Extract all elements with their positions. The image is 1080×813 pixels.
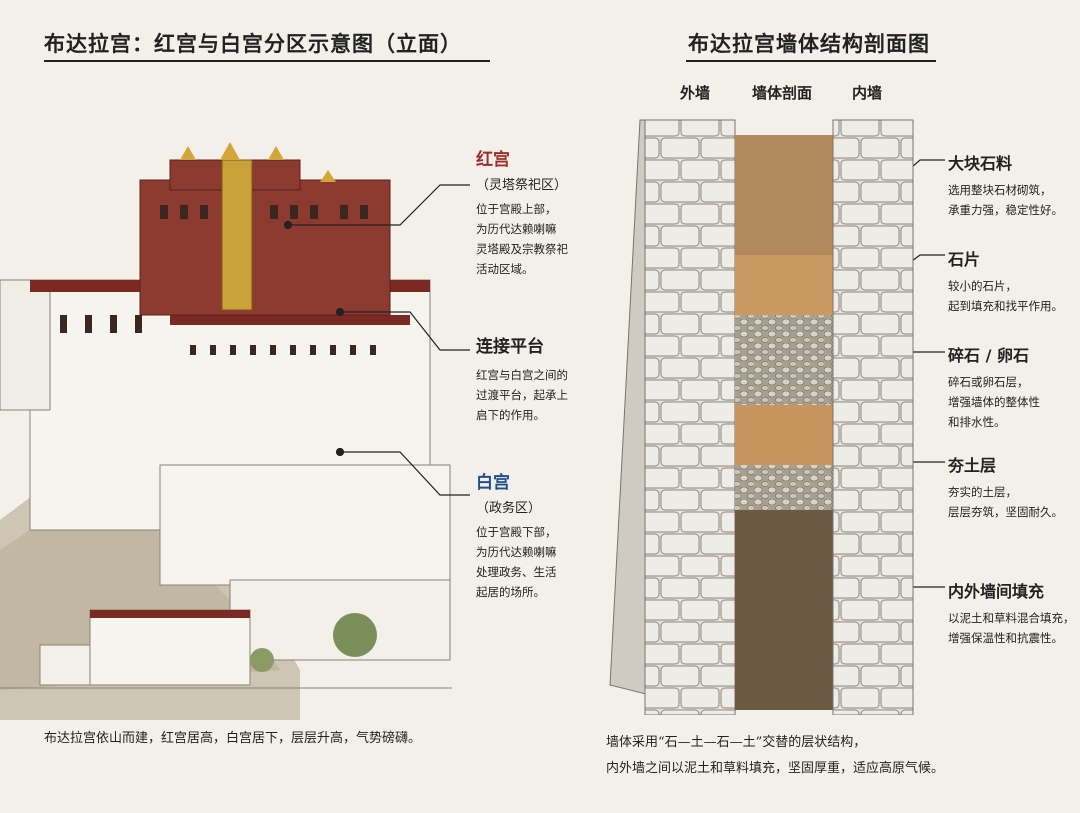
layer-big-stone-core [735,135,833,255]
outer-wall [644,119,736,715]
left-caption: 布达拉宫依山而建，红宫居高，白宫居下，层层升高，气势磅礴。 [44,731,422,746]
palace-illustration [0,142,452,720]
col-header-inner: 内墙 [852,84,883,102]
layer-name-2: 石片 [948,250,981,269]
tree-icon-small [250,648,274,672]
left-title: 布达拉宫：红宫与白宫分区示意图（立面） [44,31,462,56]
inner-wall [832,119,914,715]
layer-label-3: 碎石 / 卵石 碎石或卵石层， 增强墙体的整体性 和排水性。 [948,342,1040,432]
platform-label: 连接平台 红宫与白宫之间的 过渡平台，起承上 启下的作用。 [476,332,568,425]
right-title: 布达拉宫墙体结构剖面图 [688,31,930,56]
layer-name-5: 内外墙间填充 [948,582,1045,601]
right-title-underline [686,60,936,62]
red-palace-sub: （灵塔祭祀区） [476,178,568,193]
platform-desc: 红宫与白宫之间的 过渡平台，起承上 启下的作用。 [476,368,568,422]
layer-label-4: 夯土层 夯实的土层， 层层夯筑，坚固耐久。 [948,452,1063,522]
layer-desc-1: 选用整块石材砌筑， 承重力强，稳定性好。 [948,183,1063,217]
layer-name-4: 夯土层 [948,456,997,475]
white-palace-left-wing [0,279,51,411]
front-gate-building [89,609,251,686]
layer-name-3: 碎石 / 卵石 [948,346,1029,365]
layer-label-5: 内外墙间填充 以泥土和草料混合填充， 增强保温性和抗震性。 [948,578,1075,648]
white-palace-sub: （政务区） [476,501,542,516]
wall-section [609,119,914,715]
layer-desc-3: 碎石或卵石层， 增强墙体的整体性 和排水性。 [948,375,1040,429]
red-palace-name: 红宫 [476,150,510,170]
layer-rammed-earth [735,405,833,465]
red-palace-desc: 位于宫殿上部， 为历代达赖喇嘛 灵塔殿及宗教祭祀 活动区域。 [476,202,568,276]
layer-pebble-2 [735,465,833,510]
layer-desc-5: 以泥土和草料混合填充， 增强保温性和抗震性。 [948,611,1075,645]
layer-fill [735,510,833,710]
layer-desc-4: 夯实的土层， 层层夯筑，坚固耐久。 [948,485,1063,519]
col-header-outer: 外墙 [680,84,711,102]
white-palace-desc: 位于宫殿下部， 为历代达赖喇嘛 处理政务、生活 起居的场所。 [476,525,557,599]
white-palace-label: 白宫 （政务区） 位于宫殿下部， 为历代达赖喇嘛 处理政务、生活 起居的场所。 [476,468,557,602]
tree-icon [333,613,377,657]
layer-pebble [735,315,833,405]
col-header-section: 墙体剖面 [752,84,813,102]
right-caption: 墙体采用“石—土—石—土”交替的层状结构， 内外墙之间以泥土和草料填充，坚固厚重… [606,735,945,776]
left-title-underline [44,60,490,62]
golden-facade [221,159,253,311]
layer-label-2: 石片 较小的石片， 起到填充和找平作用。 [948,246,1063,316]
maroon-band-2 [170,315,410,325]
front-gate-band [90,610,250,618]
layer-desc-2: 较小的石片， 起到填充和找平作用。 [948,279,1063,313]
white-palace-name: 白宫 [476,473,510,493]
layer-name-1: 大块石料 [948,154,1013,173]
red-palace-block [139,179,391,316]
red-palace-label: 红宫 （灵塔祭祀区） 位于宫殿上部， 为历代达赖喇嘛 灵塔殿及宗教祭祀 活动区域… [476,145,568,279]
white-palace-steps [159,464,451,586]
layer-label-1: 大块石料 选用整块石材砌筑， 承重力强，稳定性好。 [948,150,1063,220]
left-small-building [39,644,91,686]
layer-stone-chip [735,255,833,315]
platform-name: 连接平台 [476,337,544,357]
